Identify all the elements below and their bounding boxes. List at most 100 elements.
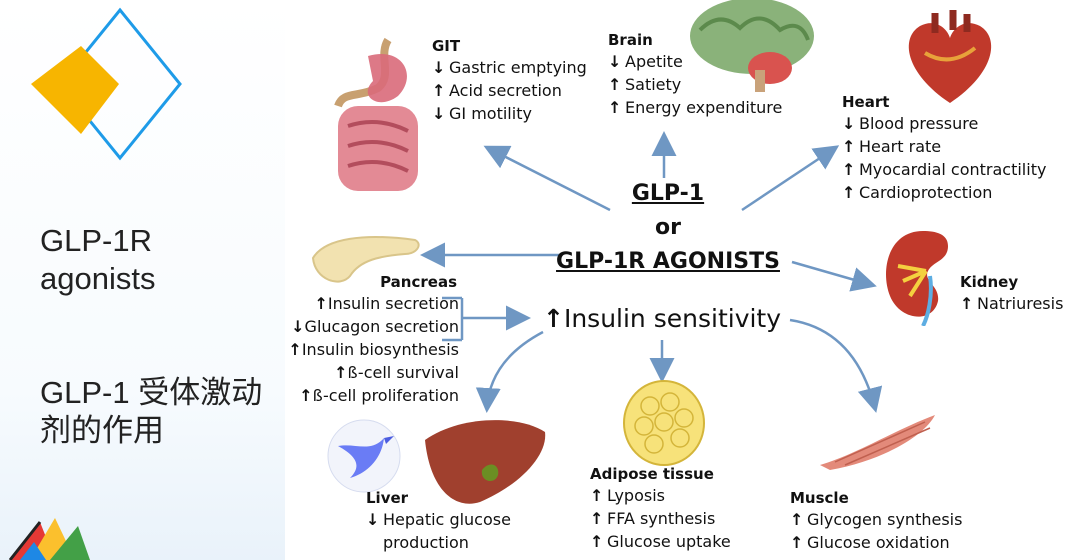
brain-block: Brain ↓Apetite↑Satiety↑Energy expenditur… [608, 30, 782, 119]
title-or: or [655, 215, 681, 240]
brain-effect-text: Satiety [625, 75, 682, 94]
muscle-effect-item: ↑Glycogen synthesis [790, 508, 962, 531]
liver-effect-item: ↓Hepatic glucose [366, 508, 511, 531]
title-glp1: GLP-1 [631, 181, 705, 206]
up-arrow-icon: ↑ [842, 137, 856, 156]
heart-effect-item: ↑Myocardial contractility [842, 158, 1046, 181]
git-effect-text: GI motility [449, 104, 532, 123]
pancreas-effect-item: ↑ß-cell proliferation [284, 384, 459, 407]
down-arrow-icon: ↓ [842, 114, 856, 133]
muscle-icon [820, 415, 935, 470]
glp1-cn-label: GLP-1 受体激动 剂的作用 [40, 374, 262, 450]
kidney-block: Kidney ↑Natriuresis [960, 272, 1063, 315]
heart-block: Heart ↓Blood pressure↑Heart rate↑Myocard… [842, 92, 1046, 204]
down-arrow-icon: ↓ [432, 104, 446, 123]
liver-title: Liver [366, 489, 409, 507]
glp1r-line1: GLP-1R [40, 223, 152, 258]
color-fan-logo-icon [8, 518, 90, 560]
up-arrow-icon: ↑ [590, 486, 604, 505]
adipose-effect-item: ↑FFA synthesis [590, 507, 731, 530]
up-arrow-icon: ↑ [842, 160, 856, 179]
muscle-effect-item: ↑Glucose oxidation [790, 531, 962, 554]
brain-icon [690, 0, 814, 92]
heart-effect-text: Cardioprotection [859, 183, 993, 202]
git-effect-item: ↓Gastric emptying [432, 56, 587, 79]
brain-effect-item: ↓Apetite [608, 50, 782, 73]
up-arrow-icon: ↑ [842, 183, 856, 202]
brain-effect-text: Apetite [625, 52, 683, 71]
up-arrow-icon: ↑ [334, 363, 348, 382]
up-arrow-icon: ↑ [314, 294, 328, 313]
adipose-block: Adipose tissue ↑Lyposis↑FFA synthesis↑Gl… [590, 464, 731, 553]
up-arrow-icon: ↑ [790, 510, 804, 529]
adipose-effect-text: Glucose uptake [607, 532, 731, 551]
center-title-block: GLP-1 or GLP-1R AGONISTS [548, 180, 788, 276]
up-arrow-icon: ↑ [608, 98, 622, 117]
brain-title: Brain [608, 31, 653, 49]
pancreas-title: Pancreas [380, 273, 457, 291]
glp1r-line2: agonists [40, 261, 156, 296]
down-arrow-icon: ↓ [291, 317, 305, 336]
sensitivity-label: Insulin sensitivity [563, 304, 782, 333]
insulin-sensitivity: ↑Insulin sensitivity [543, 304, 781, 333]
glp1-cn-line1: GLP-1 受体激动 [40, 375, 263, 410]
git-title: GIT [432, 37, 461, 55]
pancreas-effect-text: Glucagon secretion [304, 317, 459, 336]
pancreas-effect-text: ß-cell survival [347, 363, 459, 382]
adipose-effect-text: FFA synthesis [607, 509, 716, 528]
up-arrow-icon: ↑ [590, 532, 604, 551]
liver-icon [425, 420, 546, 504]
heart-effect-item: ↓Blood pressure [842, 112, 1046, 135]
muscle-effect-text: Glycogen synthesis [807, 510, 963, 529]
down-arrow-icon: ↓ [432, 58, 446, 77]
up-arrow-icon: ↑ [960, 294, 974, 313]
liver-effect-item: production [366, 531, 511, 554]
pancreas-effect-item: ↑Insulin secretion [284, 292, 459, 315]
pancreas-effect-item: ↓Glucagon secretion [284, 315, 459, 338]
heart-effect-item: ↑Cardioprotection [842, 181, 1046, 204]
pancreas-block: Pancreas ↑Insulin secretion↓Glucagon sec… [284, 272, 459, 407]
heart-effect-text: Heart rate [859, 137, 942, 156]
muscle-title: Muscle [790, 489, 849, 507]
adipose-title: Adipose tissue [590, 465, 714, 483]
liver-effect-text: Hepatic glucose [383, 510, 511, 529]
git-effect-text: Gastric emptying [449, 58, 587, 77]
heart-icon [908, 10, 992, 103]
kidney-title: Kidney [960, 273, 1019, 291]
glp1-cn-line2: 剂的作用 [40, 413, 164, 448]
git-effect-item: ↓GI motility [432, 102, 587, 125]
pancreas-effect-text: Insulin biosynthesis [301, 340, 459, 359]
stomach-icon [334, 37, 418, 191]
down-arrow-icon: ↓ [608, 52, 622, 71]
heart-effect-text: Myocardial contractility [859, 160, 1047, 179]
pancreas-icon [311, 236, 420, 283]
title-agonists: GLP-1R AGONISTS [556, 249, 780, 274]
adipose-effect-text: Lyposis [607, 486, 665, 505]
up-arrow-icon: ↑ [288, 340, 302, 359]
adipose-icon [623, 380, 705, 466]
git-block: GIT ↓Gastric emptying↑Acid secretion↓GI … [432, 36, 587, 125]
kidney-effect-text: Natriuresis [977, 294, 1064, 313]
up-arrow-icon: ↑ [432, 81, 446, 100]
heart-title: Heart [842, 93, 890, 111]
sensitivity-up-arrow-icon: ↑ [543, 304, 564, 333]
down-arrow-icon: ↓ [366, 510, 380, 529]
kidney-icon [886, 231, 948, 326]
pancreas-effect-item: ↑Insulin biosynthesis [284, 338, 459, 361]
up-arrow-icon: ↑ [608, 75, 622, 94]
git-effect-text: Acid secretion [449, 81, 562, 100]
git-effect-item: ↑Acid secretion [432, 79, 587, 102]
brain-effect-item: ↑Energy expenditure [608, 96, 782, 119]
brain-effect-item: ↑Satiety [608, 73, 782, 96]
glp1r-label: GLP-1R agonists [40, 222, 155, 298]
heart-effect-text: Blood pressure [859, 114, 979, 133]
diamond-logo-icon [31, 7, 182, 161]
up-arrow-icon: ↑ [299, 386, 313, 405]
kidney-effect-item: ↑Natriuresis [960, 292, 1063, 315]
pancreas-effect-text: ß-cell proliferation [312, 386, 459, 405]
up-arrow-icon: ↑ [590, 509, 604, 528]
adipose-effect-item: ↑Lyposis [590, 484, 731, 507]
pancreas-effect-item: ↑ß-cell survival [284, 361, 459, 384]
